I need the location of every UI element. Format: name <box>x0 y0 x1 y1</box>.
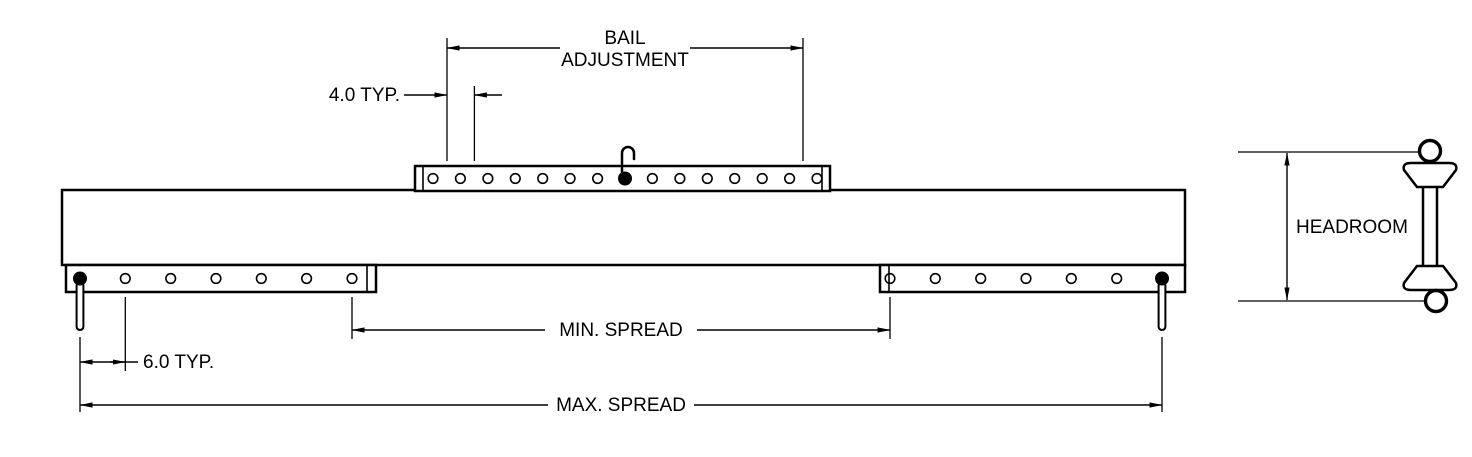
bottom-pitch-label: 6.0 TYP. <box>143 352 214 373</box>
adjustment-hole <box>646 172 659 185</box>
beam-structure <box>60 145 1187 331</box>
top-pitch-label: 4.0 TYP. <box>329 85 400 106</box>
dim-headroom: HEADROOM <box>1238 151 1424 302</box>
top-shackle-body <box>1402 161 1458 189</box>
adjustment-hole <box>210 272 222 285</box>
adjustment-hole <box>482 172 494 185</box>
bottom-right-plate <box>878 263 1187 294</box>
adjustment-hole <box>427 172 439 185</box>
bottom-ring <box>1423 288 1449 314</box>
adjustment-hole <box>756 172 768 185</box>
dim-bottom-hole-pitch: 6.0 TYP. <box>79 297 214 373</box>
adjustment-hole <box>509 172 521 185</box>
adjustment-hole <box>674 172 686 185</box>
adjustment-hole <box>1065 272 1077 285</box>
adjustment-hole <box>811 172 823 185</box>
bottom-shackle-body <box>1402 264 1458 292</box>
adjustment-hole <box>301 272 313 285</box>
dim-top-hole-pitch: 4.0 TYP. <box>329 85 502 161</box>
pin-engaged-hole <box>1155 271 1169 286</box>
headroom-label: HEADROOM <box>1296 217 1408 238</box>
max-spread-label: MAX. SPREAD <box>556 395 686 416</box>
bail-adjustment-label-line1: BAIL <box>604 28 645 49</box>
main-beam <box>60 188 1187 267</box>
adjustment-hole <box>165 272 177 285</box>
dim-bail-adjustment: BAIL ADJUSTMENT <box>446 28 804 161</box>
right-shackle-pin <box>1157 281 1167 331</box>
adjustment-hole <box>884 272 896 285</box>
adjustment-hole <box>929 272 941 285</box>
top-plate-holes <box>427 171 823 186</box>
adjustment-hole <box>1111 272 1123 285</box>
adjustment-hole <box>564 172 576 185</box>
top-bail-pin <box>620 145 636 178</box>
adjustment-hole <box>119 272 131 285</box>
min-spread-label: MIN. SPREAD <box>559 320 683 341</box>
adjustment-hole <box>454 172 467 185</box>
bottom-left-plate-holes <box>73 271 358 286</box>
dim-min-spread: MIN. SPREAD <box>351 297 891 341</box>
adjustment-hole <box>729 172 741 185</box>
left-shackle-pin <box>75 281 85 331</box>
bottom-right-plate-holes <box>884 271 1169 286</box>
adjustment-hole <box>975 272 987 285</box>
dim-max-spread: MAX. SPREAD <box>79 337 1163 416</box>
pin-engaged-hole <box>618 171 632 186</box>
pin-engaged-hole <box>73 271 87 286</box>
top-ring <box>1417 138 1443 164</box>
adjustment-hole <box>591 172 604 185</box>
shackle-assembly <box>1402 138 1458 314</box>
adjustment-hole <box>701 172 713 185</box>
adjustment-hole <box>346 272 358 285</box>
adjustment-hole <box>783 172 796 185</box>
adjustment-hole <box>537 172 549 185</box>
adjustment-hole <box>1020 272 1032 285</box>
bail-adjustment-label-line2: ADJUSTMENT <box>561 50 689 71</box>
adjustment-hole <box>255 272 267 285</box>
